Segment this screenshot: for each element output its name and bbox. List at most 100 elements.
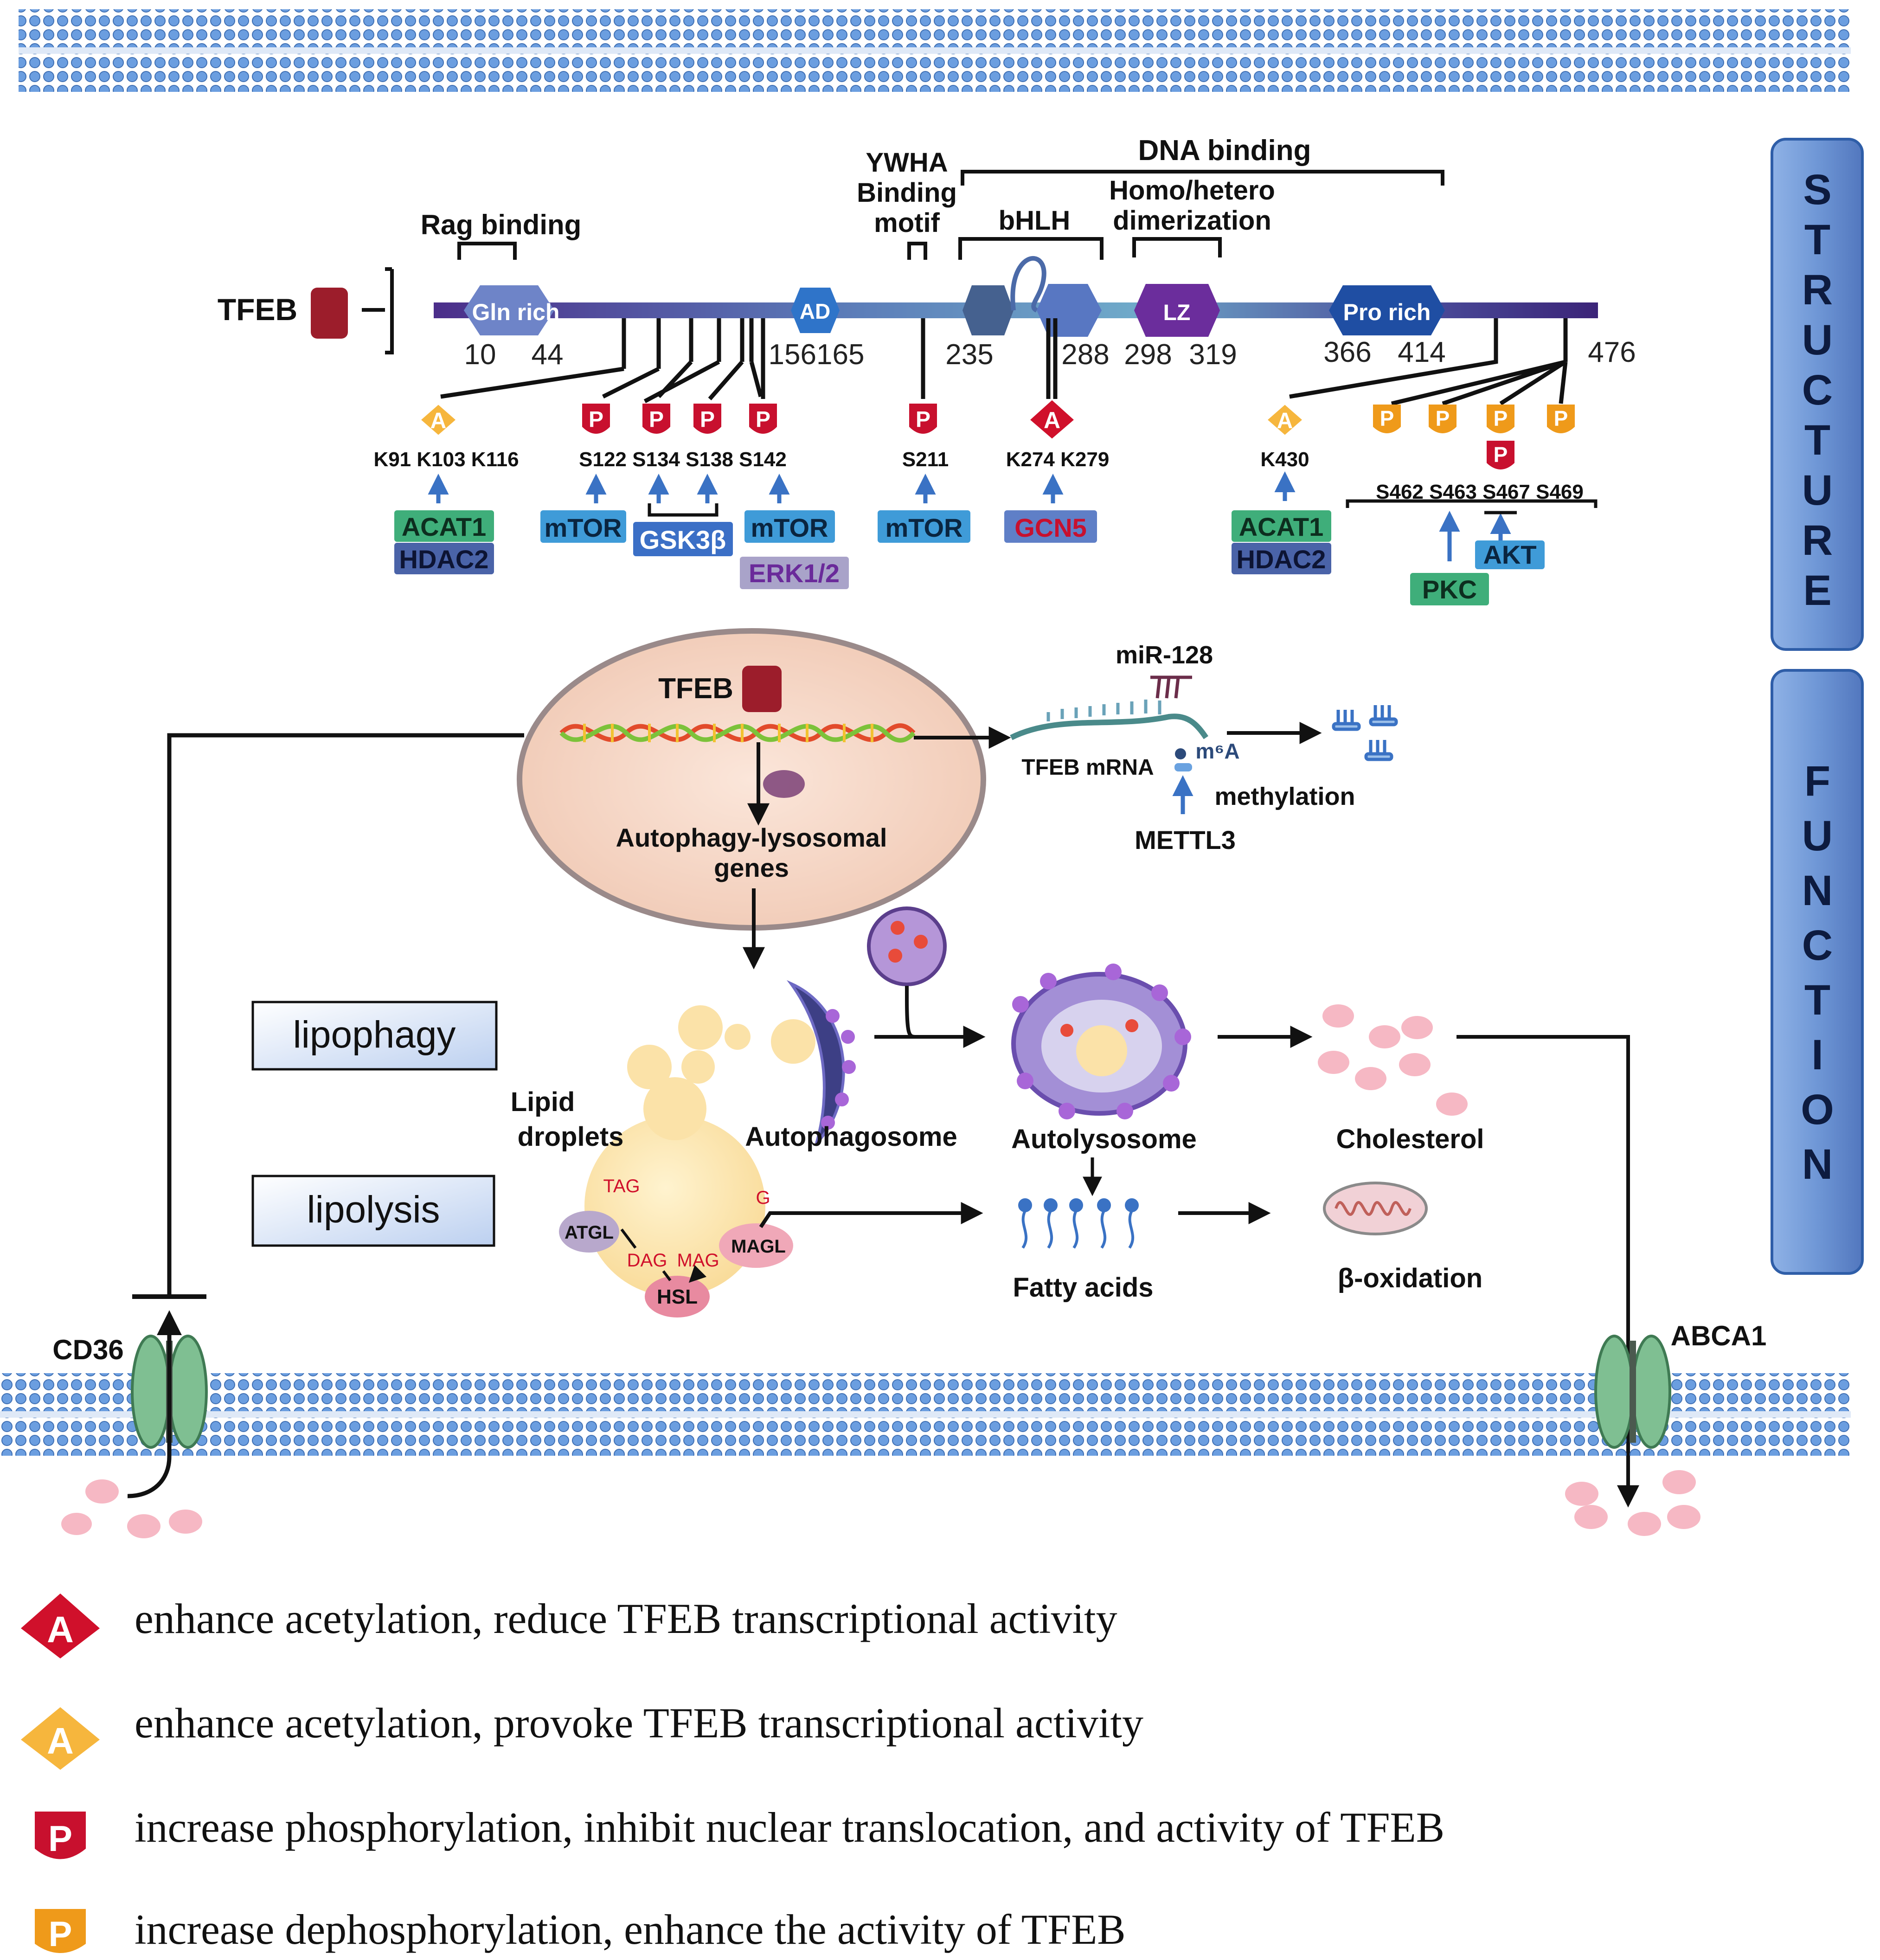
orange-acetylation-icon (1264, 402, 1305, 437)
bhlh-label: bHLH (999, 206, 1071, 236)
red-phosphorylation-icon (642, 404, 670, 434)
autophagosome-icon (786, 980, 856, 1145)
svg-text:P: P (48, 1818, 72, 1859)
legend-text-2: enhance acetylation, provoke TFEB transc… (135, 1699, 1143, 1747)
m6a-label: m⁶A (1195, 739, 1239, 763)
gln-rich-domain (464, 285, 554, 335)
lipophagy-label: lipophagy (293, 1014, 456, 1056)
beta-oxidation-label: β-oxidation (1338, 1263, 1483, 1293)
enzyme-boxes: ACAT1 HDAC2 mTOR GSK3β mTOR ERK1/2 mTOR … (394, 510, 1545, 605)
lipolysis-box (251, 1175, 495, 1247)
dna-helix-icon (559, 723, 916, 743)
svg-text:A: A (1044, 407, 1060, 433)
red-phosphorylation-icon (1487, 441, 1514, 469)
atgl-label: ATGL (565, 1222, 614, 1243)
ywha-label-1: YWHA (866, 148, 948, 178)
dimer-label-1: Homo/hetero (1109, 175, 1275, 206)
svg-text:P: P (49, 1915, 72, 1954)
gln-rich-label: Gln rich (472, 299, 560, 325)
extracellular-lipids-left (61, 1479, 202, 1538)
extracellular-lipids-right (1565, 1470, 1700, 1536)
svg-text:P: P (916, 407, 930, 432)
phosphorylation-marks: P P P P P P P P P P (582, 404, 1575, 469)
enzyme-mtor: mTOR (885, 513, 963, 542)
nucleus (517, 628, 986, 931)
mitochondrion-icon (1323, 1182, 1428, 1235)
legend-item: A enhance acetylation, provoke TFEB tran… (21, 1699, 1143, 1770)
position-44: 44 (532, 339, 564, 371)
mrna-strand-icon (1010, 700, 1208, 740)
lysosome-icon (867, 906, 947, 986)
protein-fragments-icon (1332, 705, 1398, 761)
orange-phosphorylation-icon (1487, 405, 1514, 433)
sites-s211: S211 (902, 448, 949, 471)
red-phosphorylation-icon (693, 404, 721, 434)
top-membrane (19, 9, 1851, 92)
enzyme-hdac2: HDAC2 (399, 545, 489, 574)
methylation-label: methylation (1214, 783, 1355, 810)
abca1-transporter-icon (1594, 1335, 1671, 1449)
ywha-label-3: motif (874, 208, 940, 238)
fatty-acids-label: Fatty acids (1013, 1272, 1154, 1303)
red-phosphorylation-icon (35, 1812, 86, 1859)
magl-enzyme (719, 1223, 793, 1268)
lipolysis-label: lipolysis (307, 1189, 440, 1231)
red-acetylation-icon (21, 1594, 100, 1658)
genes-label-2: genes (714, 853, 789, 882)
red-phosphorylation-icon (582, 404, 610, 434)
autolysosome-icon (1011, 964, 1191, 1119)
sites-k91: K91 K103 K116 (373, 448, 519, 471)
tag-label: TAG (603, 1176, 640, 1196)
orange-phosphorylation-icon (1429, 405, 1457, 433)
enzyme-akt: AKT (1483, 540, 1536, 569)
dimer-label-2: dimerization (1113, 206, 1271, 236)
enzyme-mtor: mTOR (545, 513, 622, 542)
svg-text:P: P (1494, 406, 1508, 431)
dag-label: DAG (627, 1250, 667, 1271)
legend-text-4: increase dephosphorylation, enhance the … (135, 1906, 1126, 1953)
bhlh-domain-right (1037, 284, 1102, 337)
mag-label: MAG (677, 1250, 719, 1271)
orange-phosphorylation-icon (1547, 405, 1575, 433)
svg-text:P: P (1494, 443, 1508, 467)
nucleus-tfeb-label: TFEB (658, 673, 733, 705)
lipid-droplets-icon (584, 1005, 815, 1297)
protein-structure: Rag binding YWHA Binding motif DNA bindi… (218, 135, 1636, 605)
dna-binding-label: DNA binding (1138, 135, 1311, 167)
orange-phosphorylation-icon (1373, 405, 1401, 433)
red-phosphorylation-icon (909, 404, 937, 434)
tfeb-block-icon (311, 288, 348, 339)
enzyme-hdac2: HDAC2 (1237, 545, 1326, 574)
legend-item: A enhance acetylation, reduce TFEB trans… (21, 1594, 1117, 1658)
bottom-membrane (0, 1373, 1851, 1456)
svg-text:P: P (649, 407, 664, 432)
position-10: 10 (464, 339, 496, 371)
red-phosphorylation-icon (749, 404, 777, 434)
red-acetylation-icon (1027, 398, 1077, 441)
enzyme-acat1: ACAT1 (1239, 512, 1324, 541)
lipid-label-2: droplets (518, 1122, 624, 1152)
cd36-label: CD36 (52, 1334, 123, 1365)
orange-acetylation-icon (418, 402, 459, 437)
lipophagy-box (251, 1001, 498, 1071)
position-476: 476 (1588, 336, 1636, 368)
position-366: 366 (1323, 336, 1371, 368)
lipid-label-1: Lipid (511, 1087, 575, 1117)
enzyme-erk: ERK1/2 (749, 559, 840, 588)
enzyme-pkc: PKC (1422, 575, 1477, 604)
genes-label-1: Autophagy-lysosomal (616, 823, 887, 852)
enzyme-gcn5: GCN5 (1014, 513, 1087, 542)
mir-label: miR-128 (1116, 641, 1213, 669)
svg-text:P: P (589, 407, 603, 432)
sites-k274: K274 K279 (1006, 448, 1110, 471)
abca1-label: ABCA1 (1671, 1320, 1767, 1351)
mrna-label: TFEB mRNA (1021, 755, 1154, 780)
svg-text:A: A (47, 1609, 74, 1650)
lz-domain (1134, 284, 1220, 337)
orange-phosphorylation-icon (35, 1909, 86, 1953)
legend: A enhance acetylation, reduce TFEB trans… (21, 1594, 1444, 1954)
legend-item: P increase dephosphorylation, enhance th… (35, 1906, 1126, 1954)
pro-rich-domain (1329, 285, 1445, 335)
